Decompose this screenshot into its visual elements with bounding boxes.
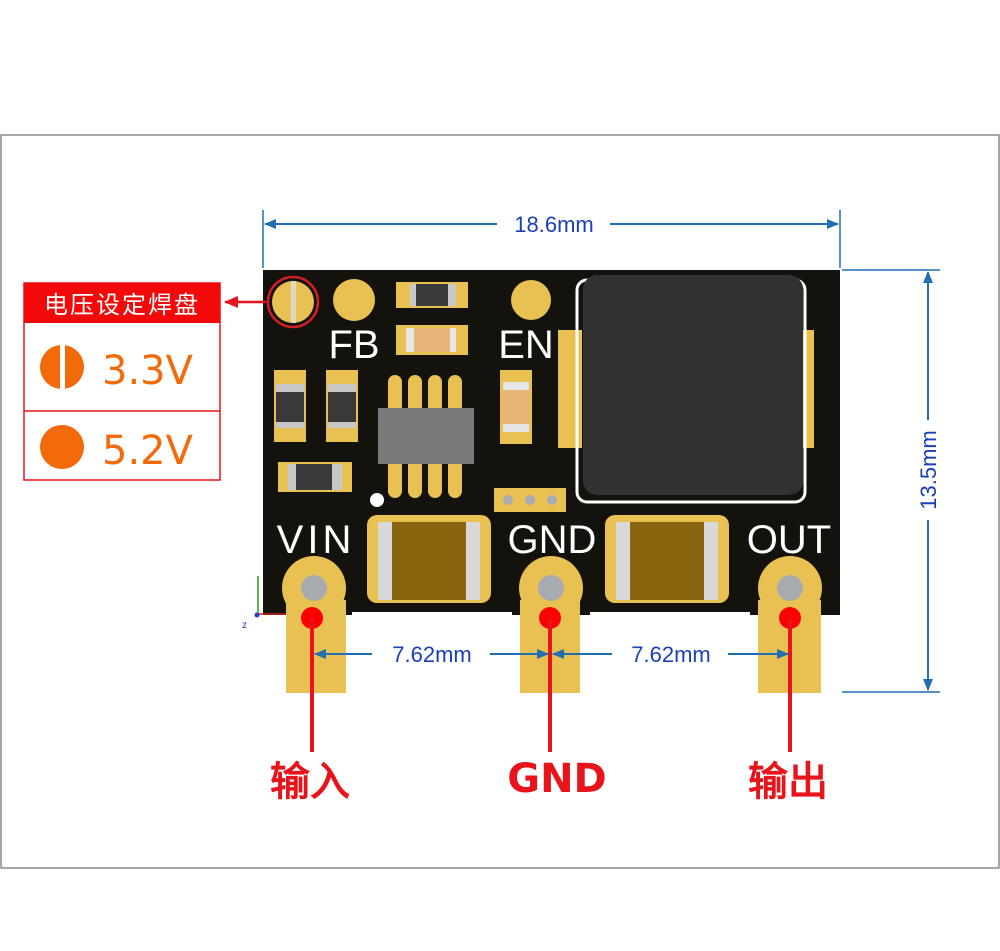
- pcb-board: FB EN VIN GND OUT: [263, 270, 840, 693]
- silk-fb: FB: [328, 323, 379, 367]
- output-capacitor: [630, 522, 704, 600]
- dimension-width: 18.6mm: [514, 212, 593, 237]
- silk-en: EN: [498, 323, 554, 367]
- solid-pad-icon: [40, 425, 84, 469]
- legend-value-3v3: 3.3V: [102, 348, 194, 394]
- dimension-lines: 18.6mm 13.5mm 7.62mm 7.62mm: [262, 210, 941, 693]
- pin-label-output: 输出: [748, 759, 828, 805]
- frame-border: [0, 134, 1000, 869]
- legend-header: [24, 283, 220, 323]
- pin-callouts: 输入 GND 输出: [270, 607, 828, 805]
- legend-title: 电压设定焊盘: [44, 291, 200, 319]
- silk-gnd: GND: [508, 518, 597, 562]
- pin-label-input: 输入: [270, 759, 350, 805]
- fb-pad: [333, 279, 375, 321]
- silk-vin: VIN: [277, 518, 356, 562]
- regulator-ic: [378, 408, 474, 464]
- axis-gizmo-icon: z: [242, 576, 286, 631]
- voltage-set-pad-highlight: [266, 275, 320, 329]
- input-capacitor: [392, 522, 466, 600]
- split-pad-icon: [40, 344, 84, 390]
- voltage-legend: 电压设定焊盘 3.3V 5.2V: [23, 282, 266, 481]
- legend-value-5v2: 5.2V: [102, 428, 194, 474]
- svg-text:z: z: [242, 620, 247, 631]
- silk-out: OUT: [747, 518, 831, 562]
- dimension-pitch-left: 7.62mm: [392, 642, 471, 667]
- dimension-pitch-right: 7.62mm: [631, 642, 710, 667]
- inductor: [583, 275, 803, 495]
- dimension-height: 13.5mm: [916, 430, 941, 509]
- en-pad: [511, 280, 551, 320]
- pin-label-gnd: GND: [507, 756, 607, 802]
